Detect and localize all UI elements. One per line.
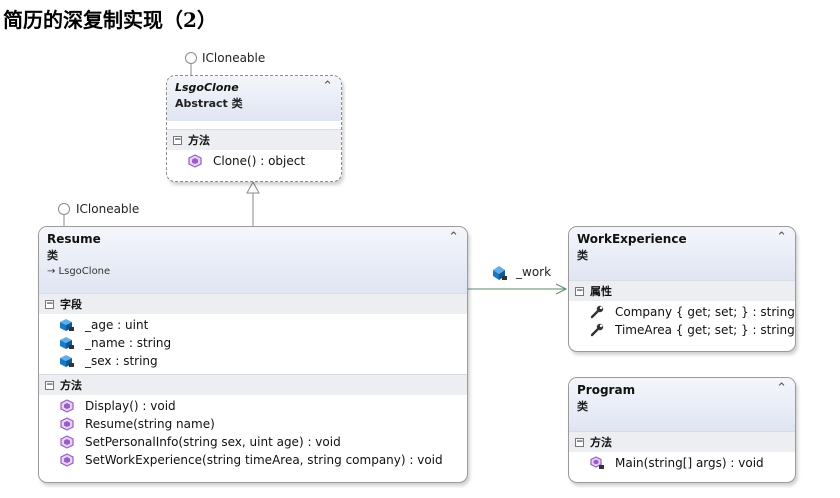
collapse-chevron-icon[interactable]: ⌃ xyxy=(776,381,787,396)
member-label: _age : uint xyxy=(85,318,149,332)
section-collapse-icon[interactable]: − xyxy=(45,379,54,390)
member-label: Display() : void xyxy=(85,399,176,413)
association-arrowhead xyxy=(555,283,568,295)
member-list: _age : uint _name : string _sex xyxy=(39,314,467,374)
member-item[interactable]: _sex : string xyxy=(39,352,467,370)
class-kind: Abstract 类 xyxy=(175,97,243,110)
inheritance-arrowhead xyxy=(246,180,260,194)
member-item[interactable]: Main(string[] args) : void xyxy=(569,454,795,472)
member-item[interactable]: TimeArea { get; set; } : string xyxy=(569,321,795,339)
section-title: 方法 xyxy=(590,436,612,449)
class-box-resume[interactable]: Resume 类 → LsgoClone ⌃ − 字段 _age : uint xyxy=(38,226,468,483)
collapse-chevron-icon[interactable]: ⌃ xyxy=(776,230,787,245)
property-wrench-icon xyxy=(590,305,604,319)
member-label: _sex : string xyxy=(85,354,158,368)
class-name: WorkExperience xyxy=(577,232,687,246)
class-box-program[interactable]: Program 类 ⌃ − 方法 Main(string[] args) : v… xyxy=(568,377,796,483)
member-label: _name : string xyxy=(85,336,172,350)
member-item[interactable]: Company { get; set; } : string xyxy=(569,303,795,321)
collapse-chevron-icon[interactable]: ⌃ xyxy=(322,79,333,94)
resume-interface-label: ICloneable xyxy=(76,202,140,216)
class-header: WorkExperience 类 ⌃ xyxy=(569,227,795,280)
class-kind: 类 xyxy=(577,400,588,413)
class-kind: 类 xyxy=(47,249,58,262)
section-header-methods[interactable]: − 方法 xyxy=(167,129,341,150)
class-name: LsgoClone xyxy=(175,81,239,94)
section-title: 方法 xyxy=(188,134,210,147)
private-field-icon xyxy=(60,355,74,367)
class-header: LsgoClone Abstract 类 ⌃ xyxy=(167,76,341,121)
lsgo-interface-label: ICloneable xyxy=(202,51,266,65)
class-box-lsgo-clone[interactable]: LsgoClone Abstract 类 ⌃ − 方法 Clone() : ob… xyxy=(166,75,342,182)
member-label: Company { get; set; } : string xyxy=(615,305,795,319)
class-name: Resume xyxy=(47,232,101,246)
member-item[interactable]: SetWorkExperience(string timeArea, strin… xyxy=(39,451,467,469)
section-collapse-icon[interactable]: − xyxy=(45,298,54,309)
member-item[interactable]: SetPersonalInfo(string sex, uint age) : … xyxy=(39,433,467,451)
class-kind: 类 xyxy=(577,249,588,262)
section-title: 属性 xyxy=(590,285,612,298)
section-header-methods[interactable]: − 方法 xyxy=(569,431,795,452)
member-item[interactable]: _age : uint xyxy=(39,316,467,334)
method-icon xyxy=(60,453,74,467)
method-icon xyxy=(60,417,74,431)
resume-interface-lollipop-icon xyxy=(58,203,70,215)
section-title: 字段 xyxy=(60,298,82,311)
class-name: Program xyxy=(577,383,636,397)
section-title: 方法 xyxy=(60,379,82,392)
class-header: Resume 类 → LsgoClone ⌃ xyxy=(39,227,467,293)
method-icon xyxy=(60,435,74,449)
member-list: Company { get; set; } : string TimeArea … xyxy=(569,301,795,343)
section-collapse-icon[interactable]: − xyxy=(575,285,584,296)
section-collapse-icon[interactable]: − xyxy=(173,134,182,145)
method-icon xyxy=(60,399,74,413)
collapse-chevron-icon[interactable]: ⌃ xyxy=(448,230,459,245)
member-label: SetWorkExperience(string timeArea, strin… xyxy=(85,453,443,467)
member-item[interactable]: Resume(string name) xyxy=(39,415,467,433)
member-label: Resume(string name) xyxy=(85,417,215,431)
lsgo-interface-lollipop-icon xyxy=(185,52,197,64)
page-title: 简历的深复制实现（2） xyxy=(3,8,217,32)
class-box-work-experience[interactable]: WorkExperience 类 ⌃ − 属性 Company { get; s… xyxy=(568,226,796,352)
section-header-fields[interactable]: − 字段 xyxy=(39,293,467,314)
member-label: SetPersonalInfo(string sex, uint age) : … xyxy=(85,435,341,449)
member-item[interactable]: Display() : void xyxy=(39,397,467,415)
class-header: Program 类 ⌃ xyxy=(569,378,795,431)
static-method-icon xyxy=(590,456,604,469)
private-field-icon xyxy=(60,337,74,349)
property-wrench-icon xyxy=(590,323,604,337)
member-list: Clone() : object xyxy=(167,150,341,174)
section-header-methods[interactable]: − 方法 xyxy=(39,374,467,395)
association-field-icon xyxy=(493,266,507,280)
private-field-icon xyxy=(60,319,74,331)
method-icon xyxy=(188,154,202,168)
member-list: Display() : void Resume(string name) Set… xyxy=(39,395,467,473)
member-item[interactable]: _name : string xyxy=(39,334,467,352)
section-header-properties[interactable]: − 属性 xyxy=(569,280,795,301)
class-base-type: → LsgoClone xyxy=(47,266,111,277)
member-label: Main(string[] args) : void xyxy=(615,456,764,470)
member-list: Main(string[] args) : void xyxy=(569,452,795,476)
association-label: _work xyxy=(516,265,552,279)
member-item[interactable]: Clone() : object xyxy=(167,152,341,170)
member-label: Clone() : object xyxy=(213,154,306,168)
section-collapse-icon[interactable]: − xyxy=(575,436,584,447)
member-label: TimeArea { get; set; } : string xyxy=(615,323,795,337)
